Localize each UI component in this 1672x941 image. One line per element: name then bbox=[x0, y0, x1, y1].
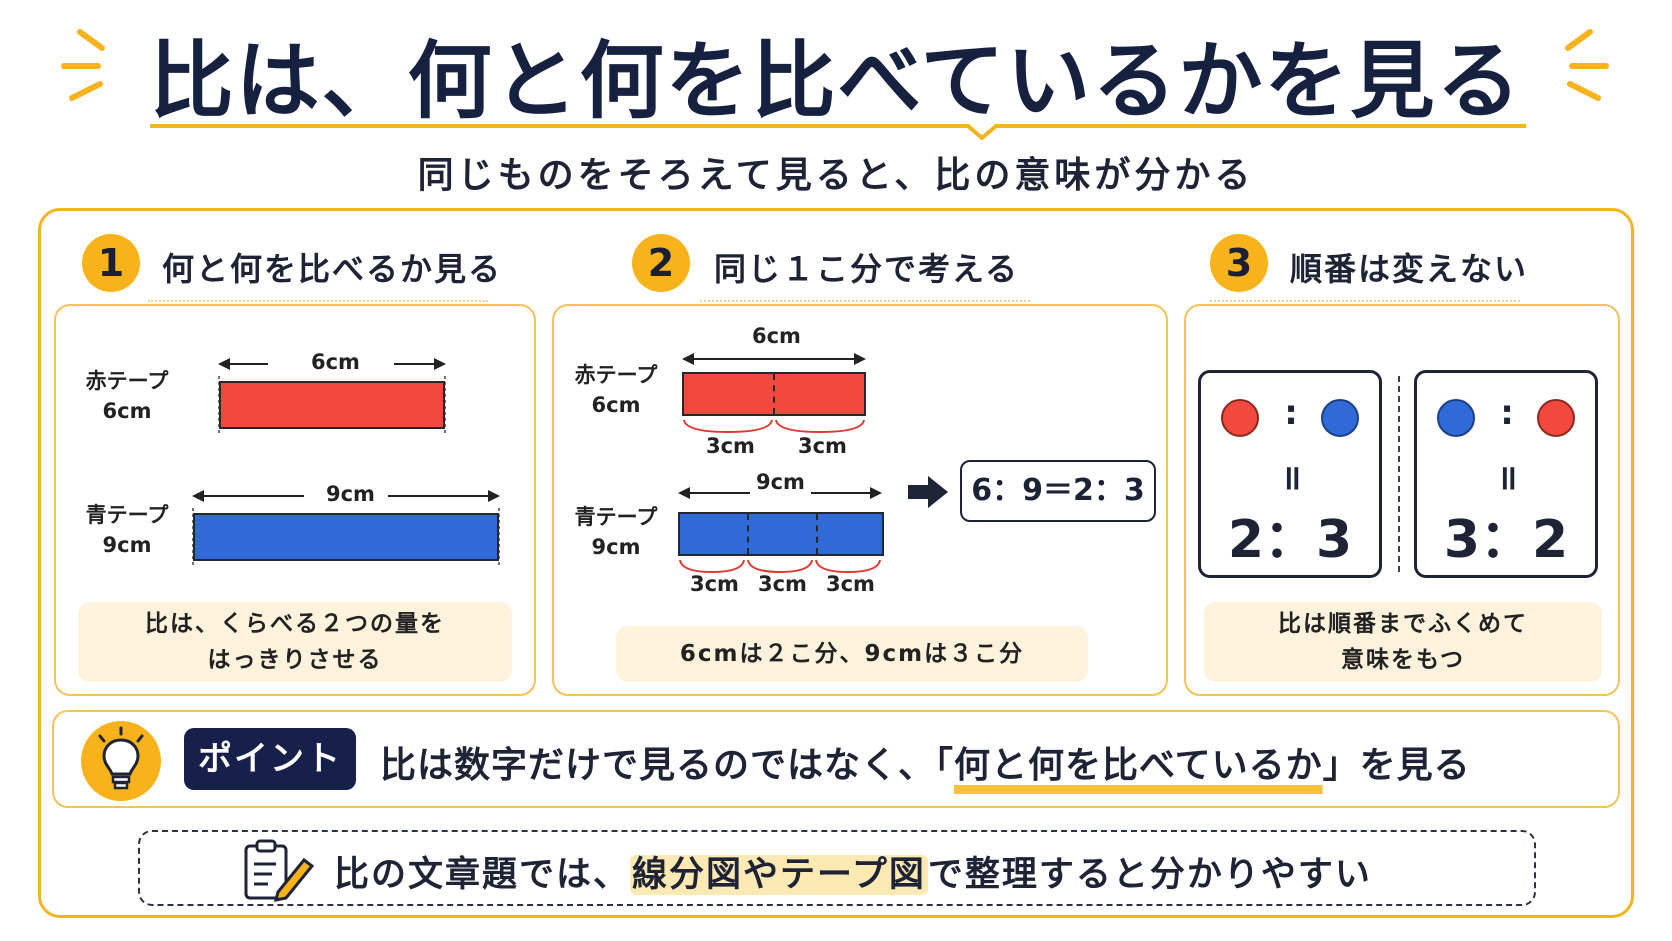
ratio-card-a: : ॥ 2：3 bbox=[1198, 370, 1382, 578]
equals-sign: ॥ bbox=[1280, 458, 1302, 498]
point-text: 比は数字だけで見るのではなく、「何と何を比べているか」を見る bbox=[380, 745, 1471, 786]
red-dot bbox=[1537, 399, 1575, 437]
step-1-number: 1 bbox=[82, 234, 140, 292]
red-segment-label-2: 3cm bbox=[798, 434, 847, 458]
blue-length-label: 9cm bbox=[326, 482, 375, 506]
point-label: ポイント bbox=[184, 728, 356, 790]
title-underline bbox=[150, 124, 1526, 140]
point-highlight: 何と何を比べているか bbox=[954, 745, 1323, 786]
step-2-number: 2 bbox=[632, 234, 690, 292]
ratio-card-b: : ॥ 3：2 bbox=[1414, 370, 1598, 578]
red-segment-label-1: 3cm bbox=[706, 434, 755, 458]
step-1-caption: 比は、くらべる２つの量をはっきりさせる bbox=[78, 602, 512, 682]
blue-segment-label-2: 3cm bbox=[758, 572, 807, 596]
red-tape bbox=[219, 381, 445, 429]
step-2-title: 同じ１こ分で考える bbox=[714, 250, 1020, 288]
colon: : bbox=[1500, 393, 1514, 433]
step-2-caption: 6cmは２こ分、9cmは３こ分 bbox=[616, 626, 1088, 682]
tip-text: 比の文章題では、線分図やテープ図で整理すると分かりやすい bbox=[334, 855, 1372, 895]
spark-left-icon bbox=[61, 29, 105, 101]
step-1-title: 何と何を比べるか見る bbox=[162, 250, 503, 288]
step-3-number: 3 bbox=[1210, 234, 1268, 292]
clipboard-pencil-icon bbox=[244, 839, 315, 902]
equals-sign: ॥ bbox=[1496, 458, 1518, 498]
tip-highlight: 線分図やテープ図 bbox=[630, 855, 928, 895]
blue-tape-2 bbox=[678, 512, 884, 556]
blue-segment-braces bbox=[679, 559, 881, 574]
blue-tape bbox=[193, 513, 499, 561]
blue-dot bbox=[1437, 399, 1475, 437]
blue-segment-label-3: 3cm bbox=[826, 572, 875, 596]
red-segment-braces bbox=[683, 419, 865, 434]
ratio-two-three: 2：3 bbox=[1227, 510, 1353, 570]
blue-dot bbox=[1321, 399, 1359, 437]
tip-box: 比の文章題では、線分図やテープ図で整理すると分かりやすい bbox=[138, 830, 1536, 906]
arrow-right-icon bbox=[908, 476, 948, 508]
lightbulb-icon bbox=[81, 721, 161, 801]
red-length-arrow-2 bbox=[682, 353, 866, 365]
spark-right-icon bbox=[1565, 29, 1609, 101]
blue-length-label-2: 9cm bbox=[750, 470, 811, 494]
step-3-title: 順番は変えない bbox=[1290, 250, 1529, 288]
subtitle: 同じものをそろえて見ると、比の意味が分かる bbox=[417, 155, 1255, 196]
step-3-caption: 比は順番までふくめて意味をもつ bbox=[1204, 602, 1602, 682]
ratio-equation: 6：9＝2：3 bbox=[960, 460, 1156, 522]
point-bar: ポイント 比は数字だけで見るのではなく、「何と何を比べているか」を見る bbox=[52, 710, 1620, 808]
colon: : bbox=[1284, 393, 1298, 433]
red-dot bbox=[1221, 399, 1259, 437]
red-length-label: 6cm bbox=[311, 350, 360, 374]
ratio-three-two: 3：2 bbox=[1443, 510, 1569, 570]
page-title: 比は、何と何を比べているかを見る bbox=[149, 32, 1523, 130]
main-frame bbox=[38, 208, 1634, 918]
blue-segment-label-1: 3cm bbox=[690, 572, 739, 596]
step-3-panel: : ॥ 2：3 : ॥ 3：2 比は順番までふくめて意味をもつ bbox=[1184, 304, 1620, 696]
red-length-label-2: 6cm bbox=[746, 324, 807, 348]
